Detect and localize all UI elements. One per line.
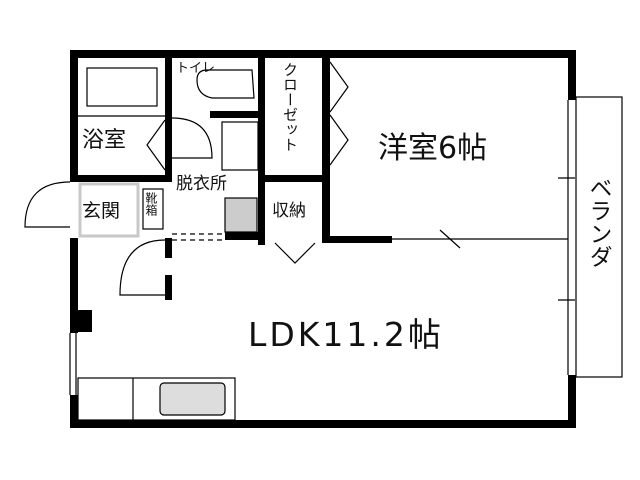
- storage-label: 収納: [272, 201, 306, 221]
- bathtub: [86, 67, 158, 107]
- closet-label: クローゼット: [281, 62, 299, 152]
- storage-door: [274, 242, 316, 264]
- shoe-box: [142, 188, 164, 230]
- shoe-box-label: 靴箱: [144, 192, 158, 216]
- dressing-room-label: 脱衣所: [176, 174, 227, 194]
- entrance-door: [24, 181, 71, 228]
- door-swing: [171, 117, 213, 159]
- entrance-label: 玄関: [82, 200, 121, 222]
- entrance-floor: [78, 182, 140, 238]
- toilet-fixture: [196, 69, 255, 99]
- washbasin: [224, 197, 258, 233]
- toilet-label: トイレ: [176, 61, 216, 76]
- closet-doors: [329, 61, 349, 166]
- bathroom-label: 浴室: [82, 128, 127, 153]
- balcony-label: ベランダ: [585, 176, 611, 268]
- western-room-label: 洋室6帖: [378, 131, 488, 166]
- door-swing: [119, 239, 166, 296]
- balcony-outline: [575, 96, 623, 378]
- ldk-label: LDK11.2帖: [248, 315, 444, 354]
- door-swing: [146, 119, 166, 171]
- walls: [70, 50, 576, 428]
- kitchen-sink: [159, 382, 226, 416]
- kitchen-counter: [77, 377, 236, 421]
- washer-space: [221, 121, 259, 171]
